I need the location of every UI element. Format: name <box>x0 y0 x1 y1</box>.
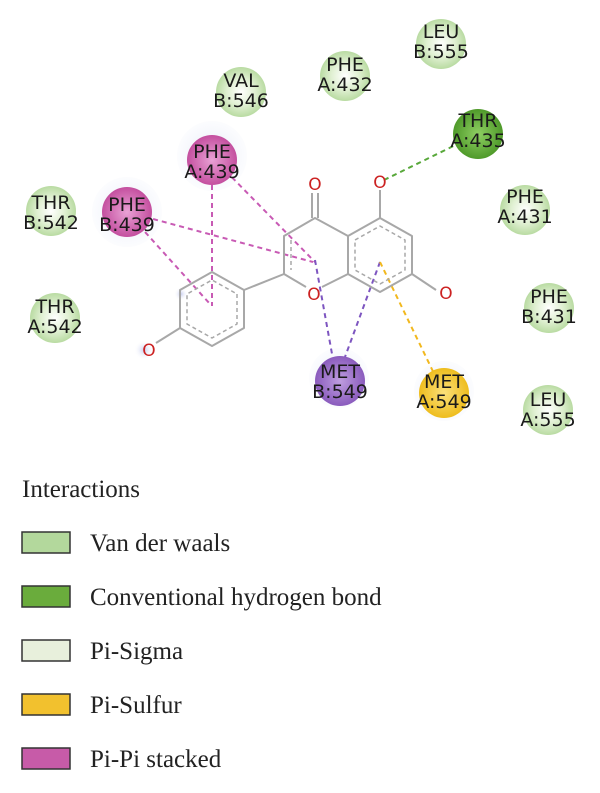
legend-label-pi-pi-stacked: Pi-Pi stacked <box>90 746 222 773</box>
legend-swatch-pi-pi-stacked <box>21 747 71 770</box>
residue-thr-a542: THR A:542 <box>27 293 83 343</box>
ligand-structure <box>155 190 437 347</box>
hydroxyl-bond-left <box>155 327 181 344</box>
residue-thr-a435: THR A:435 <box>450 109 506 159</box>
svg-text:B:549: B:549 <box>312 381 368 403</box>
residue-phe-b431: PHE B:431 <box>521 283 577 333</box>
svg-text:A:432: A:432 <box>317 74 372 96</box>
svg-text:A:555: A:555 <box>520 409 575 431</box>
svg-text:PHE: PHE <box>506 186 544 208</box>
svg-text:PHE: PHE <box>326 54 364 76</box>
hydroxyl-oxygen-right: O <box>439 284 452 304</box>
svg-text:A:431: A:431 <box>497 206 552 228</box>
hydroxyl-oxygen-left: O <box>142 341 155 361</box>
legend-swatch-pi-sulfur <box>21 693 71 716</box>
svg-text:THR: THR <box>34 296 74 318</box>
ring-a-aromatic <box>354 225 406 285</box>
residue-leu-b555: LEU B:555 <box>413 19 469 69</box>
svg-text:B:546: B:546 <box>213 90 269 112</box>
legend-swatch-conventional-hbond <box>21 585 71 608</box>
svg-text:B:439: B:439 <box>99 214 155 236</box>
legend-label-pi-sulfur: Pi-Sulfur <box>90 692 182 719</box>
interaction-lines <box>126 133 479 391</box>
legend-swatch-pi-sigma <box>21 639 71 662</box>
legend-item-van-der-waals: Van der waals <box>21 530 230 557</box>
ring-c-upper <box>283 217 349 274</box>
ring-c-bond-o <box>283 273 307 288</box>
svg-text:B:431: B:431 <box>521 306 577 328</box>
svg-text:B:542: B:542 <box>23 212 79 234</box>
ring-oxygen: O <box>307 285 320 305</box>
residue-met-a549: MET A:549 <box>416 368 472 418</box>
atom-labels: O O O O O <box>142 173 452 361</box>
residue-val-b546: VAL B:546 <box>213 67 269 117</box>
legend-swatch-van-der-waals <box>21 531 71 554</box>
legend-label-conventional-hbond: Conventional hydrogen bond <box>90 584 382 611</box>
ring-c-bond-o2 <box>321 273 349 288</box>
residue-met-b549: MET B:549 <box>312 356 368 406</box>
carbonyl-oxygen: O <box>308 175 321 195</box>
legend: Interactions Van der waals Conventional … <box>21 476 382 773</box>
ring-b <box>179 271 245 347</box>
svg-text:LEU: LEU <box>530 389 567 411</box>
svg-text:MET: MET <box>320 361 360 383</box>
svg-text:LEU: LEU <box>423 21 460 43</box>
svg-text:PHE: PHE <box>530 286 568 308</box>
residue-phe-a432: PHE A:432 <box>317 51 373 101</box>
hydroxyl-halo <box>134 340 154 360</box>
residue-phe-a431: PHE A:431 <box>497 185 553 235</box>
svg-text:VAL: VAL <box>223 70 259 92</box>
svg-text:A:542: A:542 <box>27 316 82 338</box>
pi-line-phe-b439-ringc <box>126 211 314 263</box>
svg-text:PHE: PHE <box>193 141 231 163</box>
legend-label-pi-sigma: Pi-Sigma <box>90 638 183 665</box>
svg-text:MET: MET <box>424 371 464 393</box>
hydroxyl-oxygen-top: O <box>373 173 386 193</box>
svg-text:A:439: A:439 <box>184 161 239 183</box>
ring-b-aromatic <box>186 279 238 339</box>
ring-a <box>347 217 413 293</box>
legend-item-pi-sulfur: Pi-Sulfur <box>21 692 182 719</box>
residue-phe-a439: PHE A:439 <box>184 135 240 185</box>
residues: LEU B:555 PHE A:432 VAL B:546 THR A:435 … <box>23 19 577 435</box>
hydroxyl-bond-right <box>411 273 437 291</box>
ring-bc-link <box>243 273 285 291</box>
residue-thr-b542: THR B:542 <box>23 186 79 236</box>
legend-item-pi-sigma: Pi-Sigma <box>21 638 183 665</box>
legend-item-conventional-hbond: Conventional hydrogen bond <box>21 584 382 611</box>
residue-leu-a555: LEU A:555 <box>520 385 576 435</box>
residue-phe-b439: PHE B:439 <box>99 187 155 237</box>
svg-text:THR: THR <box>30 192 70 214</box>
pi-line-phe-a439-ringc <box>212 157 316 263</box>
legend-item-pi-pi-stacked: Pi-Pi stacked <box>21 746 222 773</box>
svg-text:PHE: PHE <box>108 194 146 216</box>
sulfur-line-met-a549 <box>379 261 443 391</box>
legend-label-van-der-waals: Van der waals <box>90 530 230 557</box>
svg-text:A:549: A:549 <box>416 391 471 413</box>
svg-text:THR: THR <box>457 110 497 132</box>
sigma-line-met-b549-ringc <box>314 259 337 377</box>
svg-text:A:435: A:435 <box>450 130 505 152</box>
svg-text:B:555: B:555 <box>413 41 469 63</box>
legend-title: Interactions <box>22 476 140 503</box>
